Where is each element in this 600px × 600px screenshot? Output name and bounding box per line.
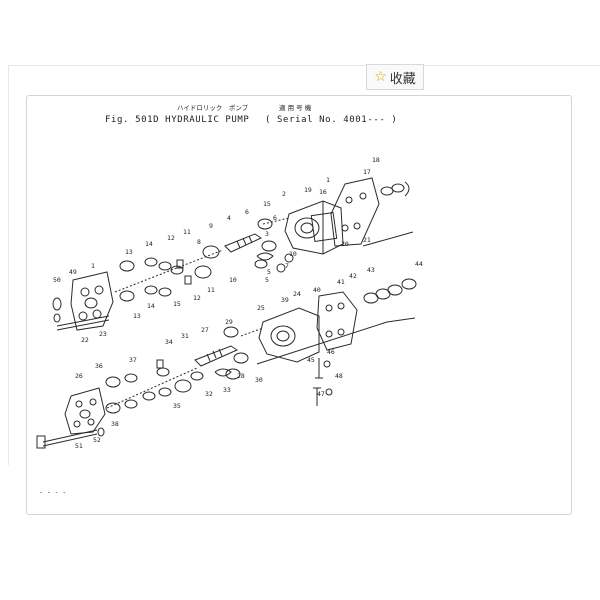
separator-line bbox=[362, 231, 414, 247]
callout: 5 bbox=[265, 276, 269, 284]
callout: 4 bbox=[227, 214, 231, 222]
callout: 18 bbox=[372, 156, 380, 164]
callout: 48 bbox=[335, 372, 343, 380]
caption-jp-right: 適 用 号 機 bbox=[279, 103, 312, 112]
callout: 39 bbox=[281, 296, 289, 304]
exploded-parts-diagram: ハイドロリック ポンプ 適 用 号 機 Fig. 501D HYDRAULIC … bbox=[36, 103, 423, 496]
favorite-label: 收藏 bbox=[389, 71, 416, 87]
callout: 42 bbox=[349, 272, 357, 280]
rear-cover-upper bbox=[330, 177, 380, 247]
callout: 16 bbox=[319, 188, 327, 196]
callout: 7 bbox=[285, 262, 289, 270]
callout: 29 bbox=[225, 318, 233, 326]
favorite-button[interactable]: ☆ 收藏 bbox=[366, 64, 424, 90]
callout: 6 bbox=[245, 208, 249, 216]
callout: 40 bbox=[313, 286, 321, 294]
callout: 8 bbox=[197, 238, 201, 246]
callout: 43 bbox=[367, 266, 375, 274]
callout: 33 bbox=[223, 386, 231, 394]
callout: 37 bbox=[129, 356, 137, 364]
page-left-border bbox=[8, 65, 9, 465]
footer-mark: - - - - bbox=[39, 488, 66, 496]
callout: 23 bbox=[99, 330, 107, 338]
callout: 15 bbox=[173, 300, 181, 308]
callout: 21 bbox=[363, 236, 371, 244]
callout: 13 bbox=[125, 248, 133, 256]
figure-caption: Fig. 501D HYDRAULIC PUMP bbox=[105, 115, 249, 125]
lower-pump-assembly: 44 43 42 41 40 39 24 25 26 27 28 29 30 3… bbox=[36, 260, 423, 450]
upper-pump-assembly: 18 17 1 16 2 19 15 20 21 4 6 5 3 6 7 10 … bbox=[52, 156, 410, 344]
callout: 50 bbox=[53, 276, 61, 284]
callout: 26 bbox=[75, 372, 83, 380]
callout: 22 bbox=[81, 336, 89, 344]
callout: 9 bbox=[209, 222, 213, 230]
callout: 34 bbox=[165, 338, 173, 346]
callout: 47 bbox=[317, 390, 325, 398]
callout: 11 bbox=[207, 286, 215, 294]
callout: 10 bbox=[229, 276, 237, 284]
callout: 31 bbox=[181, 332, 189, 340]
pump-housing-upper bbox=[284, 200, 344, 255]
callout: 12 bbox=[167, 234, 175, 242]
callout: 27 bbox=[201, 326, 209, 334]
front-cover-upper bbox=[70, 271, 114, 331]
caption-jp-left: ハイドロリック ポンプ bbox=[177, 104, 249, 112]
callout: 20 bbox=[341, 240, 349, 248]
callout: 19 bbox=[304, 186, 312, 194]
bolt-upper bbox=[56, 315, 110, 331]
callout: 10 bbox=[289, 250, 297, 258]
serial-caption: ( Serial No. 4001--- ) bbox=[265, 115, 397, 125]
star-outline-icon: ☆ bbox=[374, 69, 387, 85]
callout: 3 bbox=[265, 230, 269, 238]
callout: 38 bbox=[111, 420, 119, 428]
drive-gear-shaft-upper bbox=[224, 233, 263, 253]
callout: 25 bbox=[257, 304, 265, 312]
pump-housing-lower bbox=[258, 307, 320, 363]
callout: 41 bbox=[337, 278, 345, 286]
callout: 44 bbox=[415, 260, 423, 268]
callout: 12 bbox=[193, 294, 201, 302]
callout: 13 bbox=[133, 312, 141, 320]
callout: 35 bbox=[173, 402, 181, 410]
callout: 36 bbox=[95, 362, 103, 370]
callout: 28 bbox=[237, 372, 245, 380]
callout: 17 bbox=[363, 168, 371, 176]
bolt-lower bbox=[42, 429, 98, 447]
page-divider bbox=[8, 65, 600, 66]
callout: 11 bbox=[183, 228, 191, 236]
callout: 1 bbox=[91, 262, 95, 270]
callout: 46 bbox=[327, 348, 335, 356]
callout: 45 bbox=[307, 356, 315, 364]
callout: 2 bbox=[282, 190, 286, 198]
callout: 51 bbox=[75, 442, 83, 450]
callout: 24 bbox=[293, 290, 301, 298]
parts-diagram-card: ハイドロリック ポンプ 適 用 号 機 Fig. 501D HYDRAULIC … bbox=[26, 95, 572, 515]
rear-cover-lower bbox=[316, 291, 358, 351]
callout: 14 bbox=[147, 302, 155, 310]
callout: 30 bbox=[255, 376, 263, 384]
drive-gear-shaft-lower bbox=[194, 345, 239, 367]
callout: 1 bbox=[326, 176, 330, 184]
callout: 15 bbox=[263, 200, 271, 208]
front-cover-lower bbox=[64, 387, 106, 435]
callout: 49 bbox=[69, 268, 77, 276]
callout: 6 bbox=[273, 214, 277, 222]
separator-line bbox=[256, 317, 416, 365]
callout: 32 bbox=[205, 390, 213, 398]
callout: 5 bbox=[267, 268, 271, 276]
callout: 14 bbox=[145, 240, 153, 248]
callout: 52 bbox=[93, 436, 101, 444]
